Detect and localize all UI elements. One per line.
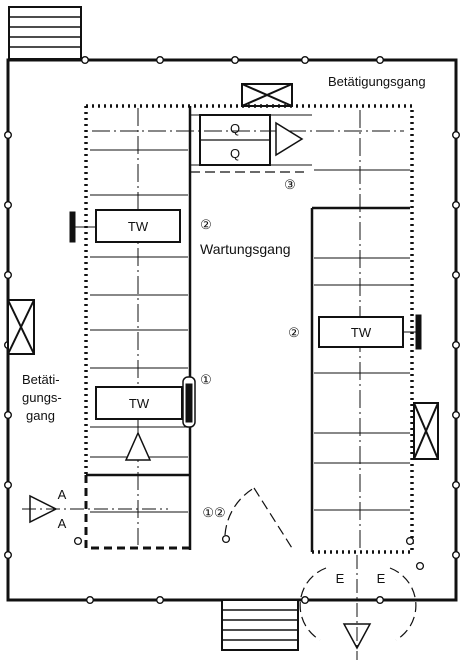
label-section-e-right: E [377,571,386,586]
label-section-a-bottom: A [58,516,67,531]
label-mark-1: ① [200,372,212,387]
tw-unit-3 [318,314,422,350]
arrow-up [124,431,152,461]
label-tw-1: TW [128,219,149,234]
label-maintenance-aisle: Wartungsgang [200,241,291,257]
label-q-1: Q [230,121,240,136]
stair-bottom [221,599,299,651]
label-operating-aisle-left-2: gungs- [22,390,62,405]
enclosure-boundary-dashed [84,475,190,550]
vent-left [7,299,35,355]
label-section-e-left: E [336,571,345,586]
tw-unit-1 [69,209,181,243]
left-cell-row [86,106,192,550]
label-q-2: Q [230,146,240,161]
label-operating-aisle-left-1: Betäti- [22,372,60,387]
q-unit [92,114,404,173]
label-mark-2-upper: ② [200,217,212,232]
small-circles [73,534,425,571]
vent-top [241,83,293,107]
stair-top-left [8,6,82,60]
vent-right [413,402,439,460]
label-tw-3: TW [351,325,372,340]
label-mark-2-right: ② [288,325,300,340]
door-swing [224,487,417,641]
tw-unit-2 [95,376,196,428]
enclosure-boundary [84,104,414,554]
label-operating-aisle-top: Betätigungsgang [328,74,426,89]
right-cell-row [310,110,410,552]
arrow-q [275,121,304,157]
label-mark-3: ③ [284,177,296,192]
label-operating-aisle-left-3: gang [26,408,55,423]
label-mark-12: ①② [202,505,225,520]
label-tw-2: TW [129,396,150,411]
label-section-a-top: A [58,487,67,502]
